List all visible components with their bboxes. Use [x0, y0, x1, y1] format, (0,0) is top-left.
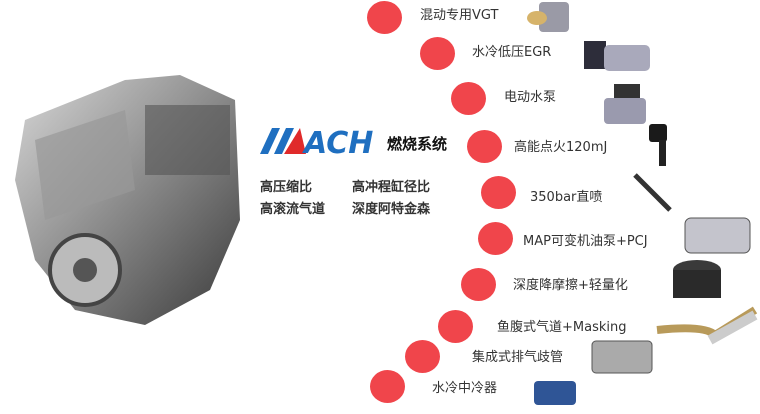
item-label: 350bar直喷 [530, 190, 603, 205]
bullet-dot [370, 370, 405, 403]
logo-text: ACH [302, 126, 373, 156]
ignition-coil-image [649, 124, 667, 166]
item-label: 集成式排气歧管 [472, 350, 564, 365]
item-label: 水冷低压EGR [472, 45, 552, 60]
egr-image [584, 41, 650, 71]
item-label: 混动专用VGT [420, 8, 499, 23]
bullet-dot [451, 82, 486, 115]
feature: 深度阿特金森 [352, 202, 431, 217]
item-label: 深度降摩擦+轻量化 [513, 278, 628, 293]
bullet-dot [467, 130, 502, 163]
engine-image [15, 75, 240, 325]
piston-image [673, 260, 721, 298]
item-label: 高能点火120mJ [514, 140, 608, 155]
item-label: 水冷中冷器 [432, 381, 498, 396]
injector-image [633, 173, 672, 212]
bullet-dot [461, 268, 496, 301]
vgt-image [527, 2, 569, 32]
intercooler-image [534, 381, 576, 405]
bullet-dot [478, 222, 513, 255]
water-pump-image [604, 84, 646, 124]
bullet-dot [438, 310, 473, 343]
feature: 高滚流气道 [260, 202, 326, 217]
bullet-dot [481, 176, 516, 209]
mach-logo: ACH [250, 124, 380, 161]
system-title: 燃烧系统 [387, 135, 448, 153]
feature: 高压缩比 [260, 180, 313, 195]
bullet-dot [420, 37, 455, 70]
bullet-dot [367, 1, 402, 34]
bullet-dot [405, 340, 440, 373]
item-label: 电动水泵 [504, 90, 557, 105]
intake-port-image [656, 306, 758, 345]
item-label: MAP可变机油泵+PCJ [523, 234, 648, 249]
exhaust-manifold-image [591, 340, 653, 374]
feature: 高冲程缸径比 [352, 180, 431, 195]
oil-pump-image [684, 217, 751, 254]
item-label: 鱼腹式气道+Masking [497, 320, 627, 335]
